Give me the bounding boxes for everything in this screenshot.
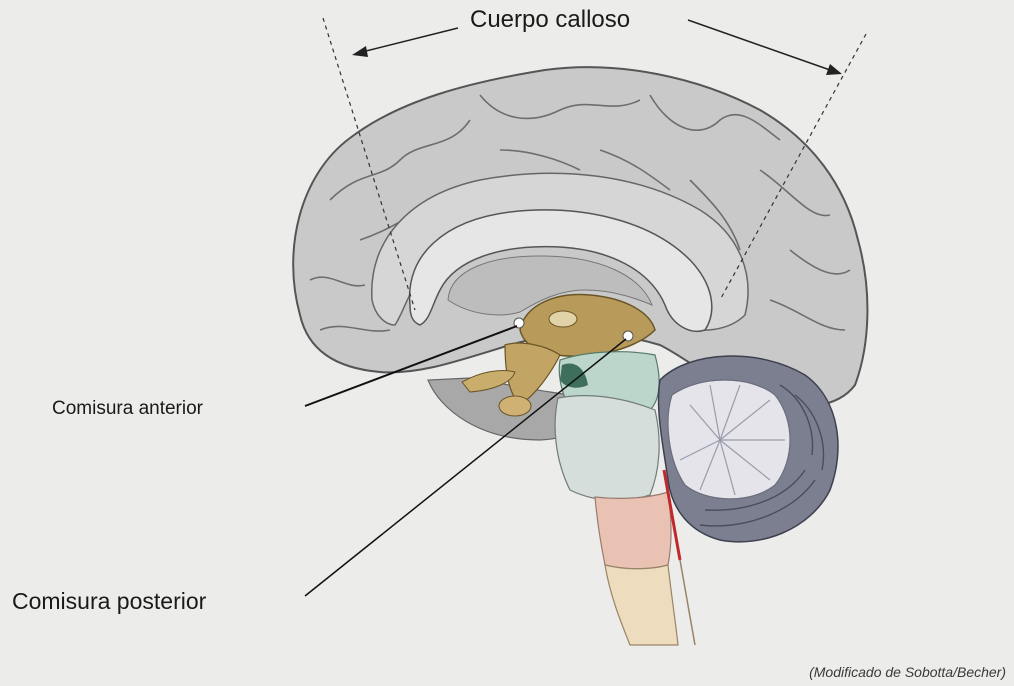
anterior-commissure-label: Comisura anterior (52, 398, 203, 420)
callosum-left-arrowhead (352, 46, 368, 57)
interthalamic-adhesion (549, 311, 577, 327)
pituitary (499, 396, 531, 416)
corpus-callosum-label: Cuerpo calloso (470, 6, 630, 34)
pons (555, 396, 659, 501)
posterior-commissure-label: Comisura posterior (12, 588, 206, 615)
callosum-left-arrow (362, 28, 458, 52)
callosum-right-arrow (688, 20, 830, 70)
source-credit: (Modificado de Sobotta/Becher) (809, 664, 1006, 680)
spinal-cord (605, 565, 678, 645)
central-canal-line (680, 560, 695, 645)
callosum-right-arrowhead (826, 64, 842, 75)
medulla (595, 492, 671, 569)
